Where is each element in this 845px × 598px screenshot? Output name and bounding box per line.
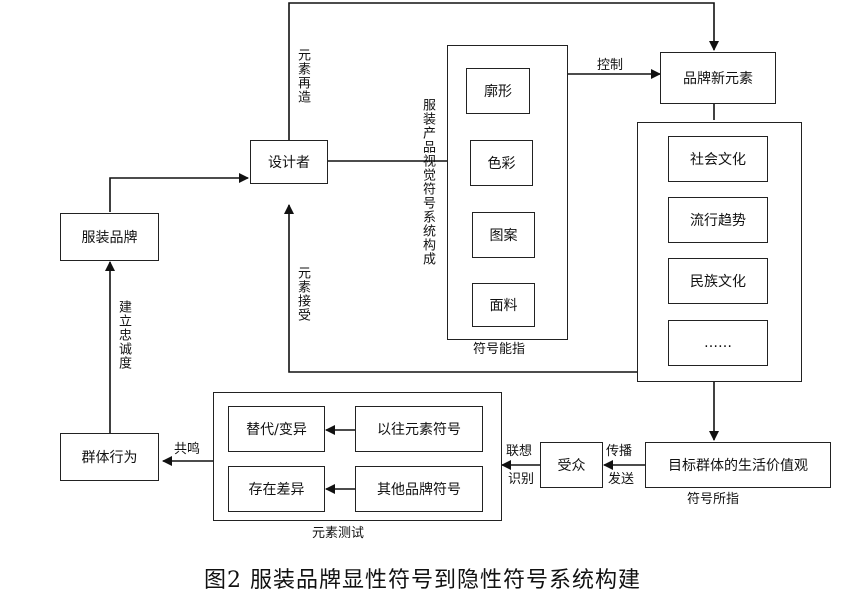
element-test-frame — [213, 392, 502, 521]
audience-node: 受众 — [540, 442, 603, 488]
signified-item-label: 社会文化 — [690, 152, 746, 168]
send-label: 发送 — [608, 472, 635, 487]
existing-difference-label: 存在差异 — [248, 482, 305, 498]
replace-variant-label: 替代/变异 — [246, 422, 307, 438]
signified-item-label: 民族文化 — [690, 274, 746, 290]
group-behavior-label: 群体行为 — [81, 450, 138, 466]
signifier-item-fabric: 面料 — [472, 283, 535, 327]
apparel-brand-label: 服装品牌 — [81, 230, 138, 246]
element-recreation-label: 元素再造 — [295, 48, 310, 104]
signified-item-ethnic-culture: 民族文化 — [668, 258, 768, 304]
signified-item-label: 流行趋势 — [690, 213, 746, 229]
other-brand-symbols-label: 其他品牌符号 — [377, 482, 461, 498]
signifier-item-label: 图案 — [489, 228, 518, 244]
element-test-group-label: 元素测试 — [312, 526, 365, 541]
replace-variant-node: 替代/变异 — [228, 406, 325, 452]
visual-symbol-system-label: 服装产品视觉符号系统构成 — [420, 98, 435, 266]
resonance-label: 共鸣 — [174, 442, 201, 457]
association-label: 联想 — [506, 444, 533, 459]
previous-element-symbols-label: 以往元素符号 — [377, 422, 461, 438]
other-brand-symbols-node: 其他品牌符号 — [355, 466, 483, 512]
signifier-item-label: 廓形 — [484, 84, 512, 100]
signified-item-fashion-trend: 流行趋势 — [668, 197, 768, 243]
signified-item-label: …… — [704, 335, 732, 351]
signified-item-social-culture: 社会文化 — [668, 136, 768, 182]
signified-group-label: 符号所指 — [687, 492, 740, 507]
recognition-label: 识别 — [508, 472, 535, 487]
target-group-values-node: 目标群体的生活价值观 — [645, 442, 831, 488]
apparel-brand-node: 服装品牌 — [60, 213, 159, 261]
existing-difference-node: 存在差异 — [228, 466, 325, 512]
edge-element-recreation — [288, 2, 719, 140]
build-loyalty-label: 建立忠诚度 — [116, 300, 131, 370]
signified-item-ellipsis: …… — [668, 320, 768, 366]
signifier-frame — [447, 45, 568, 340]
designer-node: 设计者 — [250, 140, 328, 184]
signifier-item-pattern: 图案 — [472, 212, 535, 258]
target-group-values-label: 目标群体的生活价值观 — [668, 458, 808, 474]
audience-label: 受众 — [557, 458, 586, 474]
signified-frame — [637, 122, 802, 382]
designer-label: 设计者 — [268, 155, 310, 171]
brand-new-element-label: 品牌新元素 — [683, 71, 753, 87]
element-acceptance-label: 元素接受 — [295, 266, 310, 322]
previous-element-symbols-node: 以往元素符号 — [355, 406, 483, 452]
signifier-item-label: 面料 — [489, 298, 518, 314]
edge-brand-to-designer — [109, 173, 249, 212]
signifier-group-label: 符号能指 — [473, 342, 526, 357]
brand-new-element-node: 品牌新元素 — [660, 52, 776, 104]
group-behavior-node: 群体行为 — [60, 433, 159, 481]
control-label: 控制 — [597, 58, 624, 73]
figure-caption: 图2 服装品牌显性符号到隐性符号系统构建 — [204, 568, 641, 593]
spread-label: 传播 — [606, 444, 633, 459]
signifier-item-label: 色彩 — [487, 156, 516, 172]
signifier-item-color: 色彩 — [470, 140, 533, 186]
signifier-item-silhouette: 廓形 — [466, 68, 530, 114]
edge-element-acceptance — [284, 204, 637, 373]
